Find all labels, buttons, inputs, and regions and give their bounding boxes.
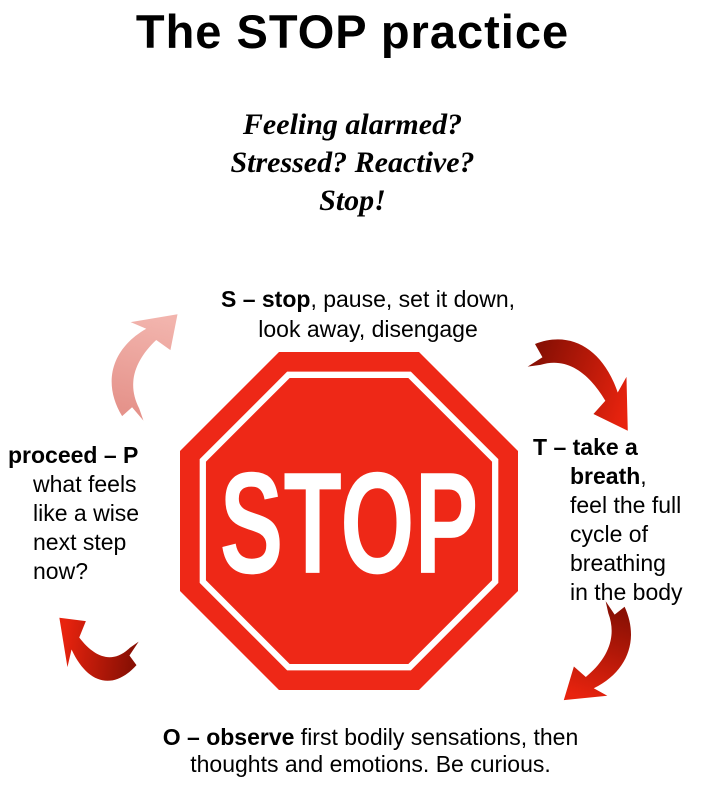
step-o-rest: first bodily sensations, then xyxy=(294,724,579,750)
curved-arrow-t-to-o xyxy=(563,601,631,701)
curved-arrow-s-to-t xyxy=(527,339,628,431)
curved-arrow-o-to-p xyxy=(59,617,139,681)
step-p-line: what feels xyxy=(33,471,137,497)
stop-sign: STOP xyxy=(180,352,518,690)
curved-arrow-path xyxy=(59,617,139,681)
step-t-line2-suffix: , xyxy=(640,463,647,489)
step-s-bold: S – stop xyxy=(220,286,311,312)
step-p-label: proceed – P what feels like a wise next … xyxy=(8,441,193,586)
step-o-line1: O – observe first bodily sensations, the… xyxy=(18,724,705,751)
step-o-line2: thoughts and emotions. Be curious. xyxy=(190,751,551,777)
step-p-line: next step xyxy=(33,529,127,555)
step-t-line: in the body xyxy=(570,579,683,605)
curved-arrow-p-to-s xyxy=(111,314,178,421)
step-t-bold2: breath xyxy=(570,463,641,489)
step-p-bold: proceed – P xyxy=(8,442,139,468)
stop-sign-octagon xyxy=(180,352,518,690)
page-title: The STOP practice xyxy=(135,5,570,58)
step-s-line2: look away, disengage xyxy=(258,316,478,342)
step-p-line: now? xyxy=(33,558,88,584)
step-p-line: like a wise xyxy=(33,500,140,526)
step-t-line1: T – take a xyxy=(533,433,705,462)
stop-sign-text: STOP xyxy=(220,442,479,604)
step-t-bold: T – take a xyxy=(533,434,638,460)
step-t-line2: breath, xyxy=(570,462,705,491)
curved-arrow-path xyxy=(527,339,628,431)
curved-arrow-path xyxy=(563,601,631,701)
step-o-label: O – observe first bodily sensations, the… xyxy=(18,724,705,778)
curved-arrow-path xyxy=(111,314,178,421)
stop-sign-inner-ring xyxy=(199,371,499,671)
subtitle: Feeling alarmed? Stressed? Reactive? Sto… xyxy=(0,106,705,220)
step-s-line1: S – stop, pause, set it down, xyxy=(168,284,568,314)
subtitle-line: Stop! xyxy=(319,184,386,217)
step-o-bold: O – observe xyxy=(162,724,295,750)
step-s-label: S – stop, pause, set it down, look away,… xyxy=(168,284,568,344)
step-t-line: feel the full xyxy=(570,492,682,518)
step-t-line: breathing xyxy=(570,550,666,576)
subtitle-line: Stressed? Reactive? xyxy=(230,146,475,179)
step-s-rest: , pause, set it down, xyxy=(310,286,516,312)
step-t-label: T – take a breath, feel the full cycle o… xyxy=(533,433,705,607)
subtitle-line: Feeling alarmed? xyxy=(242,108,463,141)
step-t-line: cycle of xyxy=(570,521,648,547)
